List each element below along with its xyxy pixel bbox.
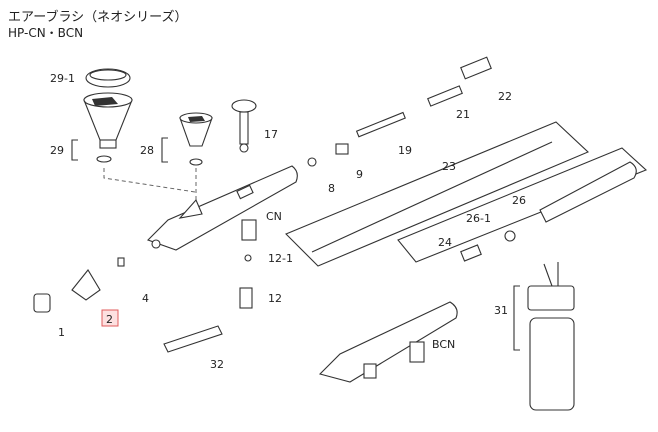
part-body-bcn <box>318 301 458 383</box>
callout-8: 8 <box>328 182 335 195</box>
part-cup-lid <box>85 68 131 88</box>
part-rear-screw <box>460 244 482 262</box>
part-needle-packing <box>307 157 317 167</box>
model-label-bcn: BCN <box>432 338 455 351</box>
callout-24: 24 <box>438 236 452 249</box>
bracket-31 <box>513 285 520 351</box>
part-spring-case <box>460 56 492 80</box>
callout-22: 22 <box>498 90 512 103</box>
callout-21: 21 <box>456 108 470 121</box>
callout-28: 28 <box>140 144 154 157</box>
part-valve <box>239 254 253 309</box>
part-bottle <box>527 262 575 411</box>
part-handle-o-ring <box>504 230 516 242</box>
callout-12-1: 12-1 <box>268 252 293 265</box>
callout-23: 23 <box>442 160 456 173</box>
part-needle <box>311 141 553 253</box>
callout-17: 17 <box>264 128 278 141</box>
callout-2-highlight <box>101 309 119 327</box>
part-nozzle <box>117 257 125 267</box>
part-needle-panel <box>285 121 589 267</box>
callout-1: 1 <box>58 326 65 339</box>
callout-9: 9 <box>356 168 363 181</box>
page-subtitle: HP-CN・BCN <box>8 26 84 40</box>
callout-29: 29 <box>50 144 64 157</box>
callout-32: 32 <box>210 358 224 371</box>
part-rear-handle <box>539 161 637 223</box>
callout-19: 19 <box>398 144 412 157</box>
part-body-cn <box>146 165 298 251</box>
part-trigger-button <box>231 99 257 153</box>
bracket-28 <box>161 137 168 163</box>
part-nozzle-cap-highlighted <box>71 269 101 301</box>
callout-4: 4 <box>142 292 149 305</box>
part-color-cup-large <box>83 92 133 163</box>
bracket-29 <box>71 139 78 161</box>
model-label-cn: CN <box>266 210 282 223</box>
part-needle-chucking-guide <box>355 111 406 138</box>
callout-26-1: 26-1 <box>466 212 491 225</box>
part-color-cup-small <box>179 112 213 166</box>
part-air-cap <box>33 293 51 313</box>
page-title: エアーブラシ（ネオシリーズ） <box>8 10 188 25</box>
part-spring <box>427 85 463 107</box>
callout-26: 26 <box>512 194 526 207</box>
callout-29-1: 29-1 <box>50 72 75 85</box>
callout-2: 2 <box>106 313 113 326</box>
part-handle-panel <box>397 147 648 263</box>
callout-31: 31 <box>494 304 508 317</box>
callout-12: 12 <box>268 292 282 305</box>
part-needle-guide <box>335 143 349 155</box>
part-wrench <box>163 325 223 353</box>
